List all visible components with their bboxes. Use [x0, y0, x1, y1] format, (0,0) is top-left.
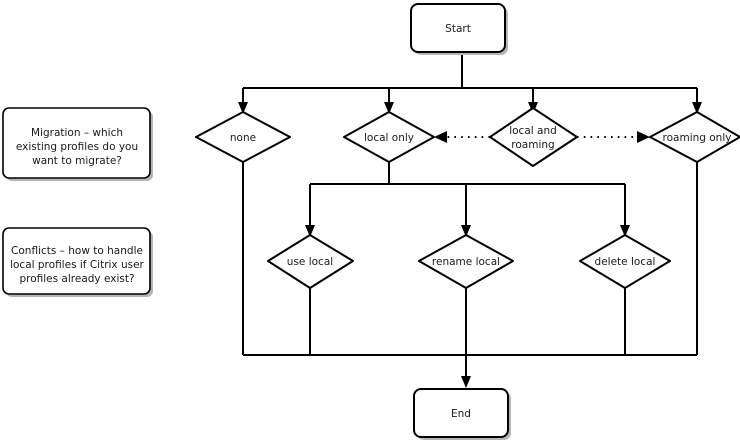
edge-local-and-roaming-to-local-only — [434, 131, 490, 143]
arrowhead-down-delete-local — [620, 225, 630, 237]
none-label: none — [230, 132, 256, 144]
local-and-roaming-shape — [489, 107, 578, 167]
edge-branch-to-none — [238, 88, 248, 114]
edge-conflict-bar-to-use-local — [305, 184, 315, 237]
note-conflicts: Conflicts – how to handle local profiles… — [2, 227, 153, 297]
local-only-label: local only — [364, 132, 414, 144]
node-none[interactable]: none — [195, 111, 291, 163]
arrowhead-right-roaming-only — [637, 131, 650, 143]
delete-local-label: delete local — [595, 256, 656, 268]
local-and-roaming-label-line1: local and — [509, 125, 557, 137]
edge-local-only-to-conflict-bar — [310, 162, 625, 185]
arrowhead-down-local-only — [384, 102, 394, 114]
migration-note-line-1: Migration – which — [31, 127, 123, 139]
arrowhead-down-none — [238, 102, 248, 114]
roaming-only-label: roaming only — [663, 132, 732, 144]
node-start[interactable]: Start — [410, 3, 508, 55]
arrowhead-down-use-local — [305, 225, 315, 237]
none-shape — [195, 111, 291, 163]
node-roaming-only[interactable]: roaming only — [649, 111, 740, 163]
delete-local-shape — [579, 234, 671, 289]
end-label: End — [451, 408, 471, 420]
roaming-only-shape — [649, 111, 740, 163]
edge-start-to-branch-bar — [243, 53, 697, 89]
node-delete-local[interactable]: delete local — [579, 234, 671, 289]
start-shape — [410, 3, 506, 53]
edge-conflict-bar-to-delete-local — [620, 184, 630, 237]
edge-conflict-bar-to-rename-local — [461, 184, 471, 237]
note-migration: Migration – which existing profiles do y… — [2, 107, 153, 181]
node-end[interactable]: End — [413, 388, 511, 440]
node-local-and-roaming[interactable]: local and roaming — [489, 107, 578, 167]
edge-branch-to-local-only — [384, 88, 394, 114]
edge-merge-bar-to-end — [243, 354, 697, 388]
edge-branch-to-roaming-only — [692, 88, 702, 114]
local-only-shape — [343, 111, 435, 163]
arrowhead-down-rename-local — [461, 225, 471, 237]
migration-note-line-3: want to migrate? — [32, 155, 122, 167]
rename-local-label: rename local — [432, 256, 500, 268]
end-shape — [413, 388, 509, 438]
edge-local-and-roaming-to-roaming-only — [577, 131, 650, 143]
arrowhead-left-local-only — [434, 131, 447, 143]
conflicts-note-line-1: Conflicts – how to handle — [11, 245, 143, 257]
node-use-local[interactable]: use local — [267, 234, 354, 289]
use-local-shape — [267, 234, 354, 289]
start-label: Start — [445, 23, 471, 35]
node-rename-local[interactable]: rename local — [418, 234, 514, 289]
migration-note-shape — [2, 107, 151, 179]
arrowhead-down-roaming-only — [692, 102, 702, 114]
conflicts-note-shape — [2, 227, 151, 295]
local-and-roaming-label-line2: roaming — [511, 139, 554, 151]
arrowhead-down-end — [461, 376, 471, 388]
conflicts-note-line-2: local profiles if Citrix user — [10, 259, 144, 271]
rename-local-shape — [418, 234, 514, 289]
node-local-only[interactable]: local only — [343, 111, 435, 163]
use-local-label: use local — [287, 256, 333, 268]
migration-note-line-2: existing profiles do you — [16, 141, 138, 153]
conflicts-note-line-3: profiles already exist? — [19, 273, 134, 285]
